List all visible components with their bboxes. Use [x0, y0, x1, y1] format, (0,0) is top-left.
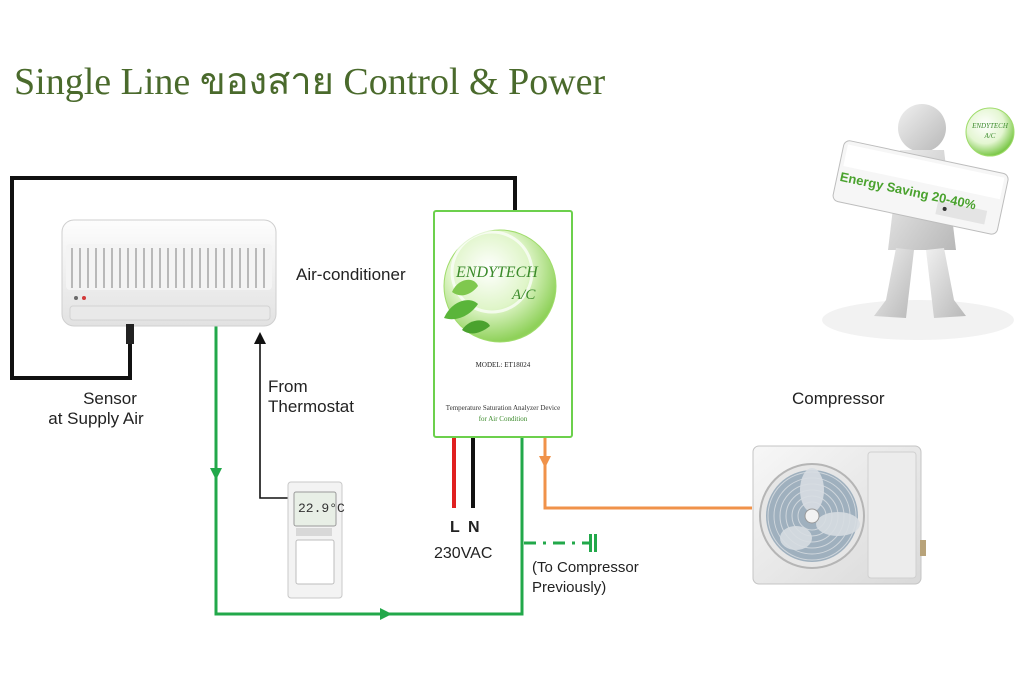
control-wire-arrow-right: [380, 608, 392, 620]
leaf-icon: [444, 279, 490, 334]
device-description-line2: for Air Condition: [478, 415, 528, 423]
thermostat-wire: [259, 338, 300, 499]
mascot-illustration: [822, 104, 1015, 340]
compressor-label: Compressor: [792, 389, 885, 408]
to-compressor-label-line2: Previously): [532, 579, 607, 596]
endytech-device: [433, 210, 573, 438]
compressor-power-wire-arrow: [539, 456, 551, 468]
sensor-label-line1: Sensor: [83, 389, 137, 408]
previous-connection-terminal: [594, 534, 597, 552]
compressor-unit: [752, 445, 926, 585]
mascot-badge-line2: A/C: [984, 132, 996, 140]
voltage-label: 230VAC: [434, 545, 493, 562]
air-conditioner-unit: [61, 219, 277, 344]
device-model: MODEL: ET18024: [475, 361, 531, 369]
from-label: From: [268, 377, 308, 396]
device-description-line1: Temperature Saturation Analyzer Device: [445, 404, 561, 412]
control-wire-arrow-down: [210, 468, 222, 480]
previous-connection-terminal: [589, 534, 592, 552]
thermostat-label: Thermostat: [268, 397, 354, 416]
neutral-terminal-label: N: [468, 519, 480, 536]
thermostat-wire-arrow: [254, 332, 266, 344]
to-compressor-label-line1: (To Compressor: [532, 559, 639, 576]
page-title: Single Line ของสาย Control & Power: [14, 61, 606, 103]
thermostat-display: 22.9°C: [298, 501, 345, 516]
thermostat-device: [287, 481, 343, 599]
device-brand: ENDYTECH: [456, 264, 538, 281]
mascot-badge-line1: ENDYTECH: [972, 122, 1008, 130]
sensor-wire: [10, 176, 517, 380]
air-conditioner-label: Air-conditioner: [296, 265, 406, 284]
compressor-power-wire: [543, 438, 752, 510]
line-terminal-label: L: [450, 519, 460, 536]
sensor-label-line2: at Supply Air: [48, 409, 144, 428]
device-brand-sub: A/C: [512, 287, 536, 303]
